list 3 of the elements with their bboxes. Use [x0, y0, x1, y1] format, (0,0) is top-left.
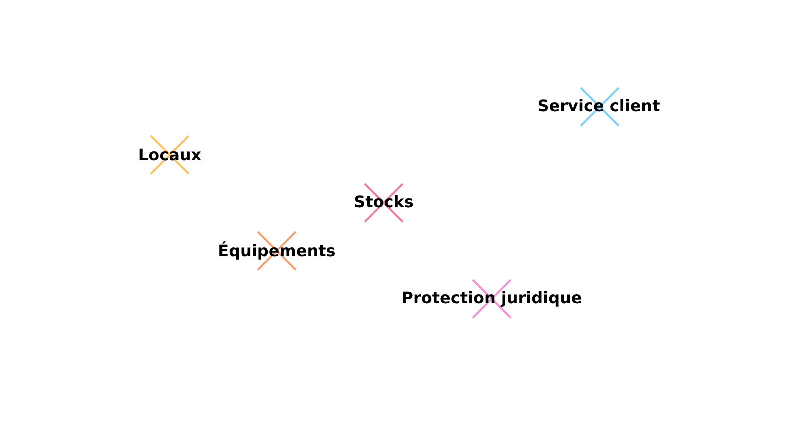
- point-label: Protection juridique: [402, 288, 582, 308]
- point-label: Service client: [538, 96, 660, 116]
- point-label: Stocks: [354, 192, 414, 212]
